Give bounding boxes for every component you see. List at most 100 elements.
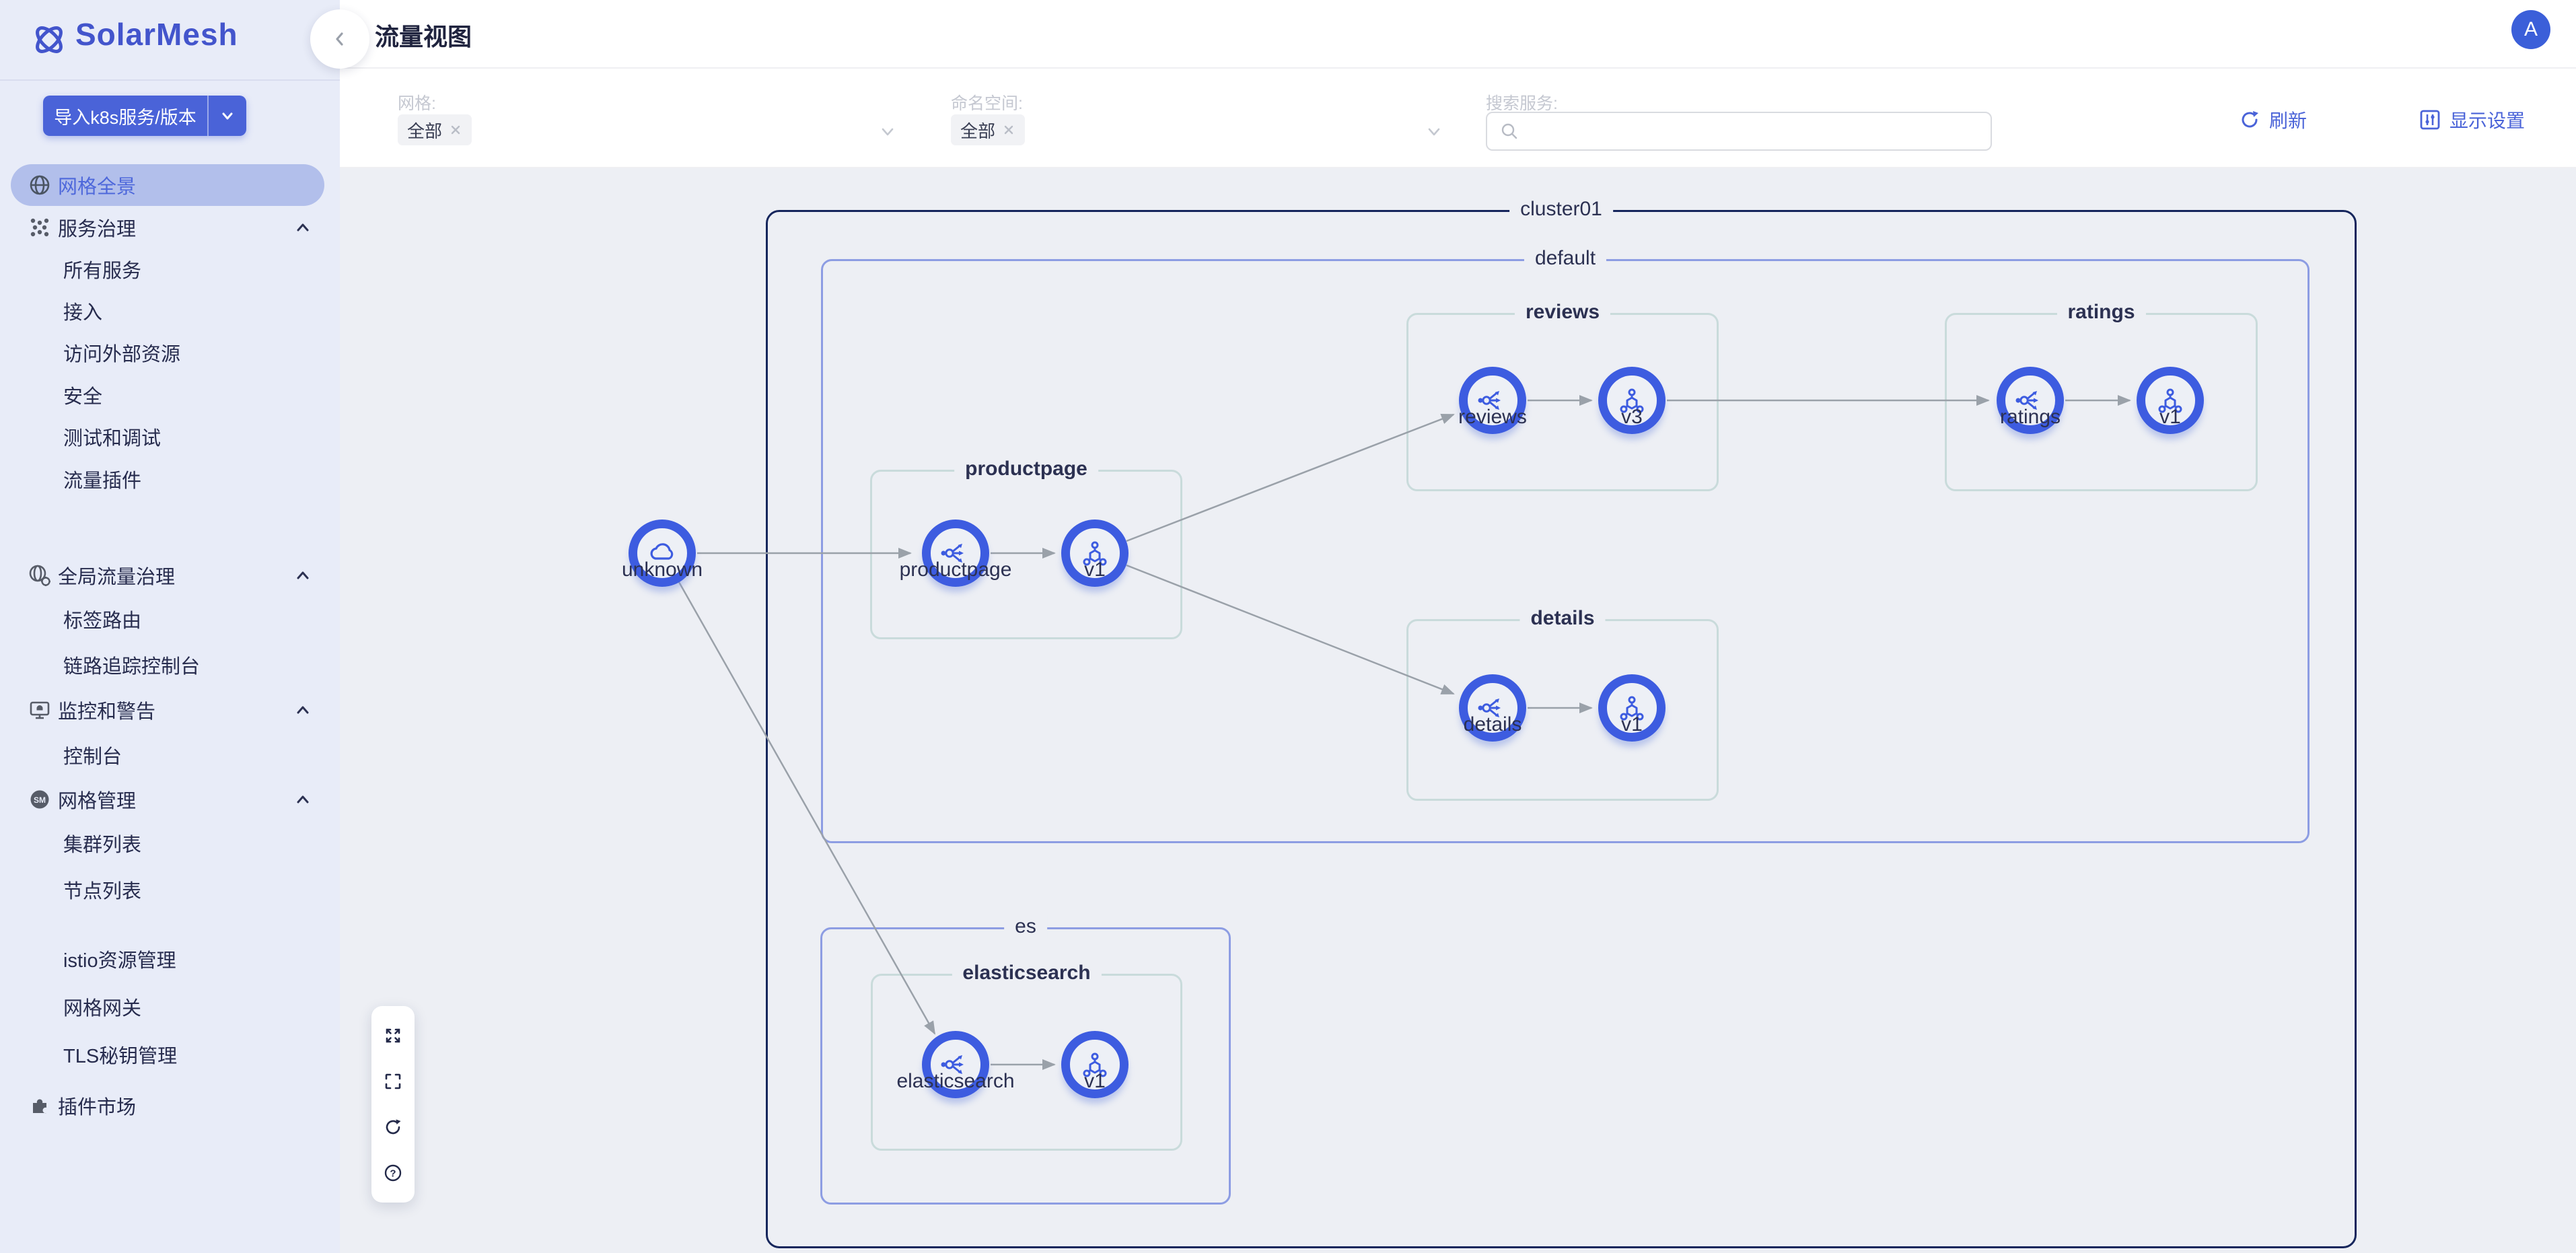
- svg-text:?: ?: [390, 1168, 396, 1180]
- sidebar-item-tag-routing[interactable]: 标签路由: [0, 598, 340, 640]
- sidebar-item-console[interactable]: 控制台: [0, 734, 340, 776]
- sidebar: SolarMesh 导入k8s服务/版本 网格全景: [0, 0, 340, 1253]
- search-service-label: 搜索服务:: [1486, 94, 1558, 113]
- sidebar-item-mesh-gateway[interactable]: 网格网关: [0, 986, 340, 1028]
- fullscreen-button[interactable]: [378, 1066, 408, 1097]
- sidebar-item-tls-secrets[interactable]: TLS秘钥管理: [0, 1034, 340, 1075]
- app-box-details: details: [1406, 607, 1719, 801]
- app-label: details: [1519, 607, 1606, 630]
- sidebar-item-plugin-market[interactable]: 插件市场: [0, 1085, 340, 1126]
- page-title: 流量视图: [375, 23, 472, 50]
- version-instance-icon: [1083, 541, 1107, 566]
- solarmesh-logo-icon: [36, 26, 63, 53]
- sidebar-item-test-debug[interactable]: 测试和调试: [0, 416, 340, 458]
- sidebar-group-service-governance[interactable]: 服务治理: [0, 207, 340, 248]
- sidebar-item-access[interactable]: 接入: [0, 290, 340, 332]
- sidebar-item-label: istio资源管理: [63, 950, 176, 972]
- fullscreen-brackets-icon: [385, 1073, 401, 1089]
- namespace-label: es: [1004, 915, 1047, 938]
- clear-tag-icon[interactable]: [1002, 123, 1015, 137]
- search-service-box: [1486, 112, 1992, 151]
- sidebar-item-label: 流量插件: [63, 470, 142, 492]
- display-settings-button[interactable]: 显示设置: [2419, 106, 2525, 133]
- service-route-icon: [1478, 699, 1501, 717]
- sidebar-group-monitoring-alerts[interactable]: 监控和警告: [0, 689, 340, 731]
- sidebar-item-istio-resources[interactable]: istio资源管理: [0, 938, 340, 980]
- mesh-select-chevron-icon[interactable]: [878, 122, 897, 141]
- fit-view-button[interactable]: [378, 1020, 408, 1051]
- mesh-filter-label: 网格:: [398, 94, 436, 113]
- import-k8s-button[interactable]: 导入k8s服务/版本: [43, 96, 246, 136]
- sidebar-group-global-traffic[interactable]: 全局流量治理: [0, 554, 340, 596]
- brand-header: SolarMesh: [0, 0, 340, 81]
- version-instance-icon: [1620, 696, 1644, 721]
- service-route-icon: [1478, 391, 1501, 410]
- display-settings-button-label: 显示设置: [2449, 110, 2525, 131]
- reload-graph-button[interactable]: [378, 1112, 408, 1143]
- sidebar-item-label: 网格网关: [63, 998, 142, 1019]
- import-k8s-button-label: 导入k8s服务/版本: [54, 107, 196, 128]
- sidebar-item-label: 集群列表: [63, 834, 142, 856]
- search-icon: [1501, 123, 1517, 139]
- sidebar-item-label: 控制台: [63, 746, 122, 768]
- sidebar-item-external-resources[interactable]: 访问外部资源: [0, 332, 340, 373]
- avatar-initial: A: [2524, 18, 2538, 40]
- namespace-filter-tag[interactable]: 全部: [951, 114, 1026, 145]
- sidebar-item-mesh-overview[interactable]: 网格全景: [11, 164, 324, 206]
- sidebar-item-all-services[interactable]: 所有服务: [0, 248, 340, 290]
- sidebar-item-tracing-console[interactable]: 链路追踪控制台: [0, 644, 340, 686]
- refresh-button[interactable]: 刷新: [2238, 106, 2307, 133]
- node-label-reviews-v3: v3: [1621, 406, 1643, 428]
- traffic-graph-canvas[interactable]: cluster01 default es reviews ratings pro…: [340, 168, 2576, 1253]
- display-settings-icon: [2420, 110, 2440, 130]
- avatar[interactable]: A: [2511, 10, 2550, 49]
- sidebar-item-label: 测试和调试: [63, 428, 162, 450]
- sidebar-group-label: 网格管理: [58, 791, 137, 812]
- chevron-left-icon: [336, 32, 343, 46]
- sidebar-group-label: 全局流量治理: [58, 567, 176, 588]
- service-route-icon: [941, 1055, 964, 1074]
- sidebar-collapse-button[interactable]: [310, 9, 369, 69]
- page-header: 流量视图 A: [340, 0, 2576, 69]
- sidebar-item-traffic-plugins[interactable]: 流量插件: [0, 458, 340, 500]
- service-route-icon: [941, 544, 964, 563]
- node-label-ratings: ratings: [1999, 406, 2061, 428]
- sidebar-item-label: 插件市场: [58, 1097, 137, 1118]
- app-box-productpage: productpage: [870, 458, 1182, 639]
- clear-tag-icon[interactable]: [449, 123, 462, 137]
- sidebar-item-label: 安全: [63, 386, 103, 408]
- help-button[interactable]: ?: [378, 1157, 408, 1188]
- sidebar-item-node-list[interactable]: 节点列表: [0, 869, 340, 910]
- node-label-elasticsearch: elasticsearch: [896, 1070, 1015, 1092]
- sidebar-item-security[interactable]: 安全: [0, 374, 340, 416]
- refresh-button-label: 刷新: [2268, 110, 2307, 131]
- chevron-up-icon: [297, 706, 309, 714]
- namespace-label: default: [1524, 247, 1607, 270]
- node-label-elasticsearch-v1: v1: [1084, 1070, 1106, 1092]
- node-details-v1[interactable]: [1598, 674, 1666, 742]
- sidebar-item-label: 接入: [63, 302, 103, 324]
- sidebar-item-label: 网格全景: [58, 176, 137, 198]
- sidebar-item-cluster-list[interactable]: 集群列表: [0, 822, 340, 864]
- app-label: ratings: [2056, 301, 2146, 324]
- version-instance-icon: [2158, 388, 2182, 413]
- node-label-productpage: productpage: [899, 559, 1012, 581]
- sidebar-group-label: 服务治理: [58, 219, 137, 240]
- namespace-select-chevron-icon[interactable]: [1425, 122, 1443, 141]
- app-box-elasticsearch: elasticsearch: [871, 962, 1182, 1151]
- chevron-up-icon: [297, 795, 309, 803]
- monitor-bell-icon: [30, 701, 50, 719]
- mesh-filter-tag[interactable]: 全部: [398, 114, 472, 145]
- version-instance-icon: [1083, 1052, 1107, 1077]
- version-instance-icon: [1620, 388, 1644, 413]
- sidebar-group-mesh-management[interactable]: SM 网格管理: [0, 779, 340, 820]
- search-service-input[interactable]: [1528, 120, 1991, 143]
- filter-bar: 网格: 全部 命名空间: 全部 搜索服务:: [340, 69, 2576, 168]
- sidebar-item-label: 标签路由: [63, 610, 142, 632]
- chevron-up-icon: [297, 223, 309, 231]
- cloud-icon: [650, 543, 674, 560]
- namespace-filter-label: 命名空间:: [951, 94, 1023, 113]
- sidebar-item-label: 节点列表: [63, 881, 142, 902]
- import-k8s-dropdown[interactable]: [207, 96, 246, 136]
